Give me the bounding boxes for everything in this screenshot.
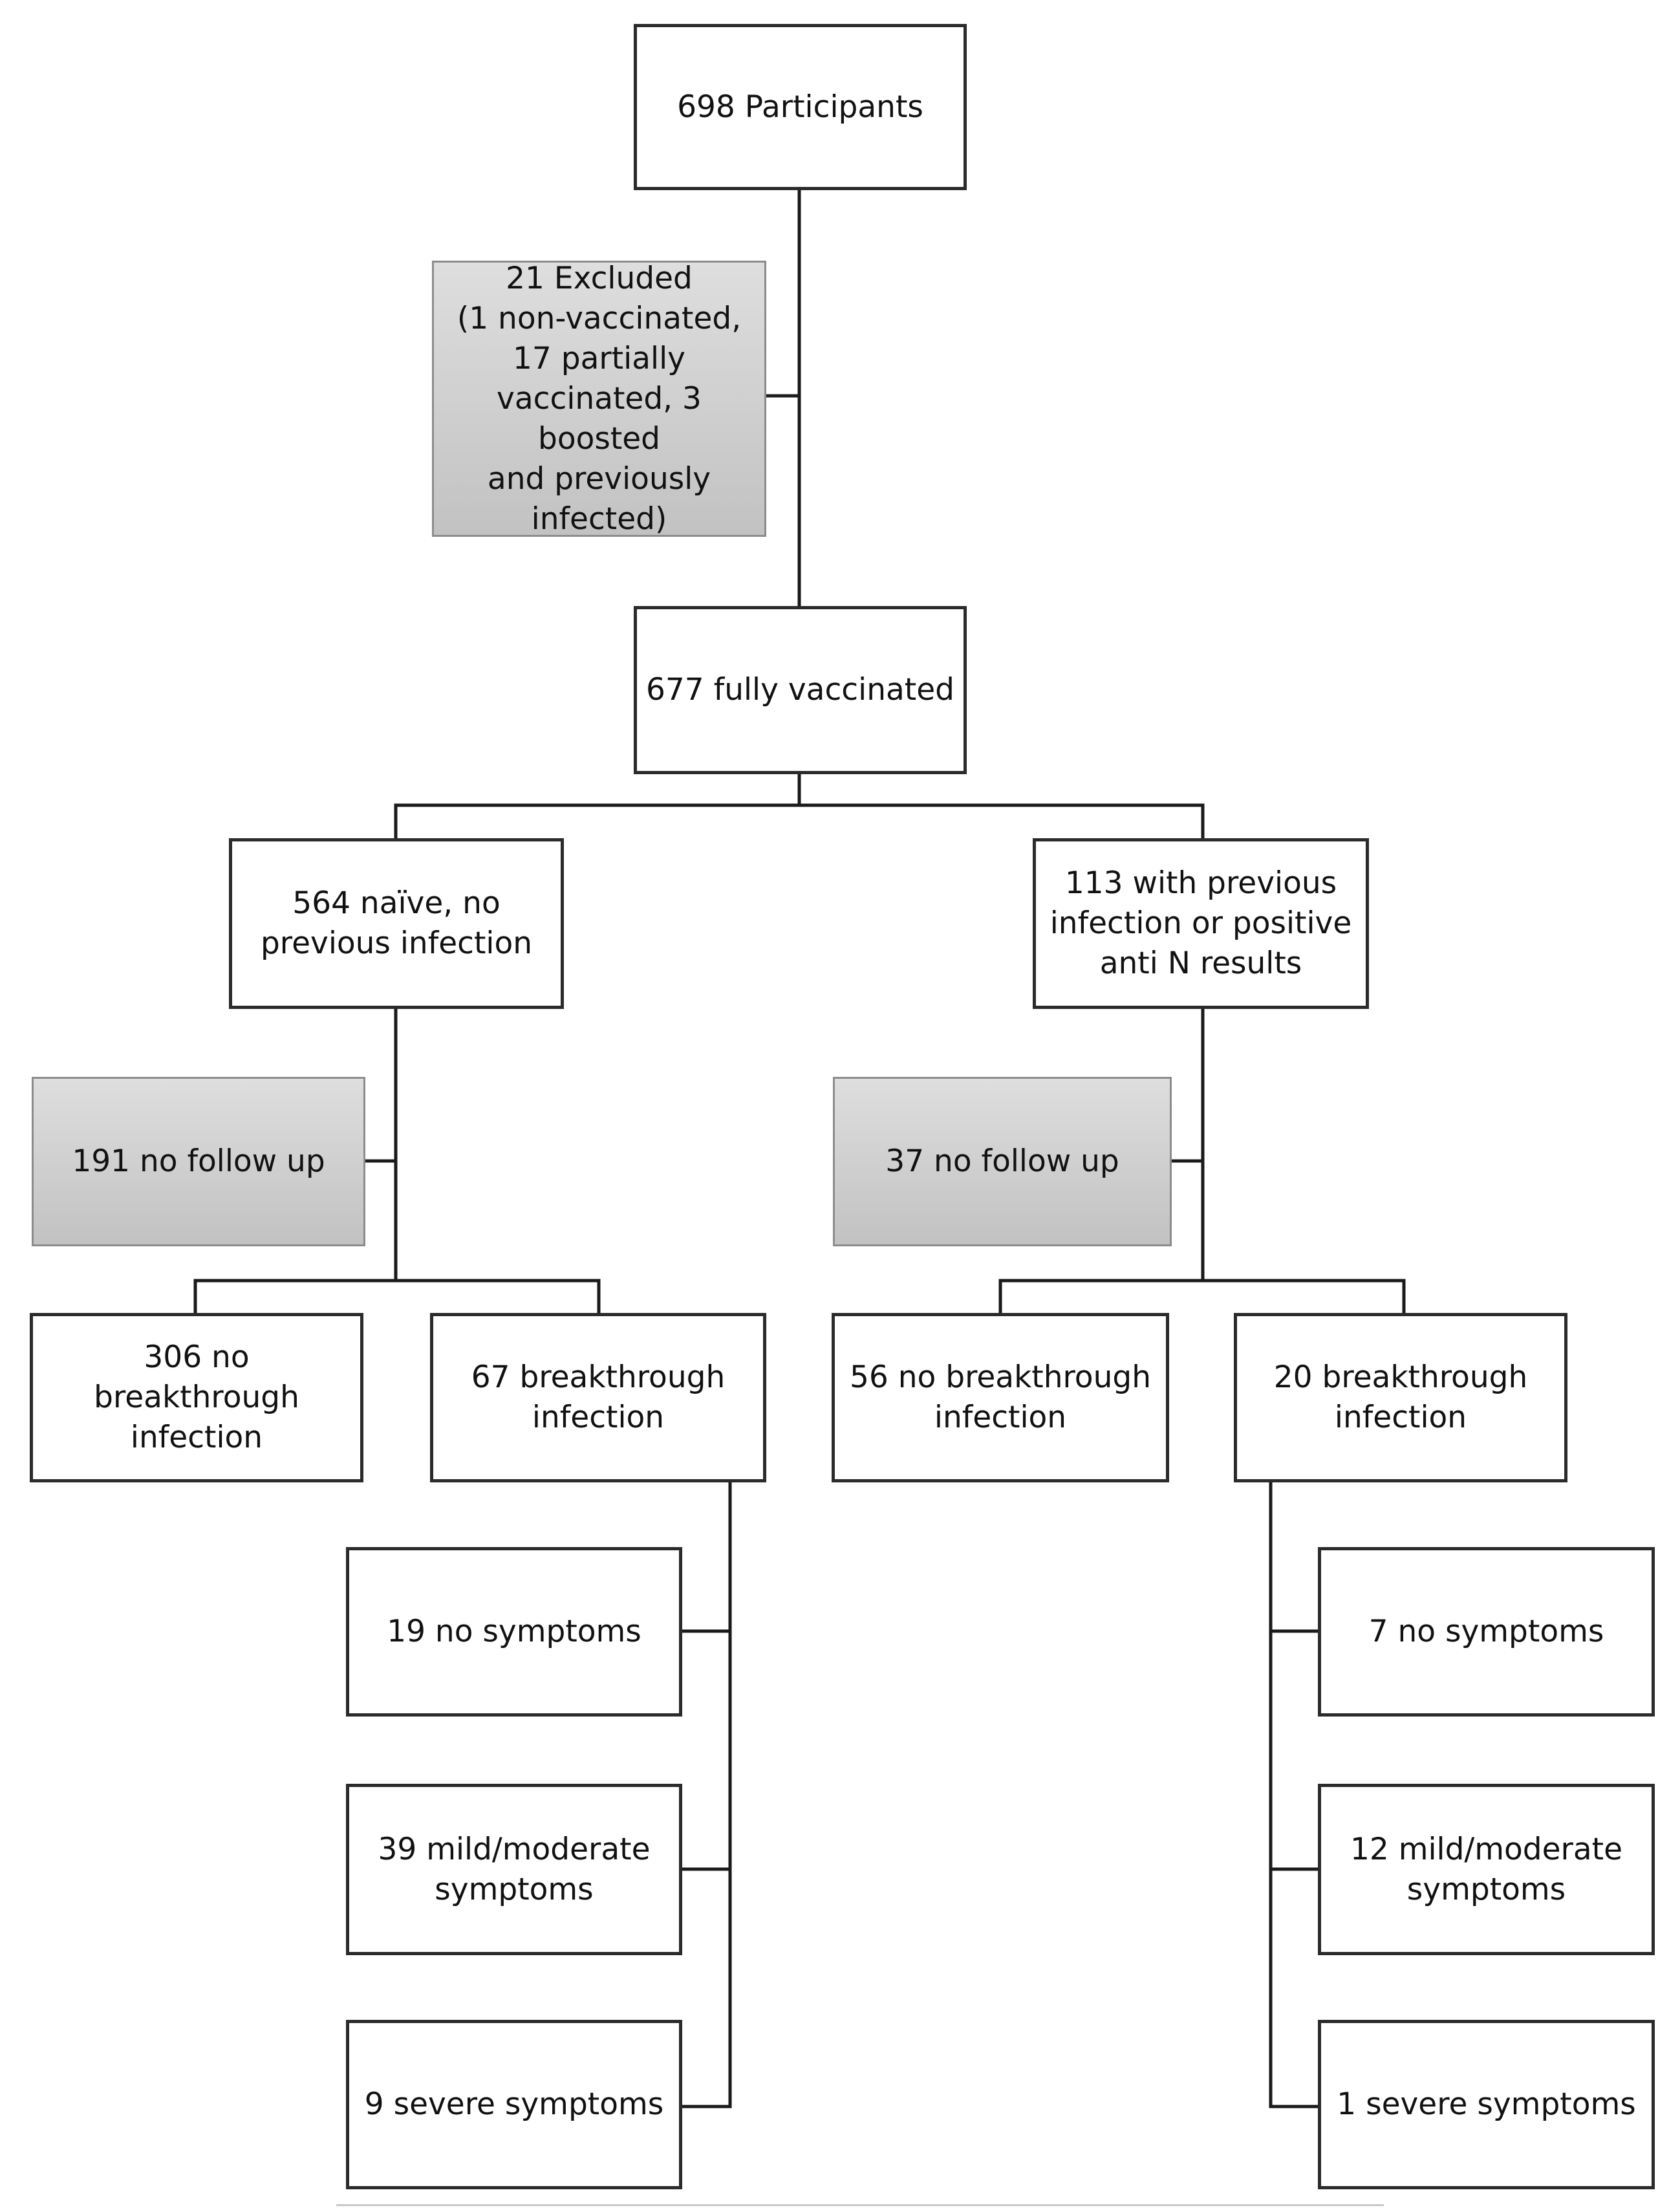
previous-no-symptoms-label: 7 no symptoms [1368, 1614, 1604, 1649]
previous-severe-box: 1 severe symptoms [1318, 2020, 1655, 2189]
naive-box: 564 naïve, no previous infection [229, 838, 564, 1009]
naive-breakthrough-box: 67 breakthrough infection [430, 1313, 766, 1482]
participants-box: 698 Participants [634, 24, 967, 190]
naive-label: 564 naïve, no previous infection [260, 885, 533, 961]
excluded-label: 21 Excluded (1 non-vaccinated, 17 partia… [457, 260, 742, 537]
fully-vaccinated-box: 677 fully vaccinated [634, 606, 967, 774]
previous-no-breakthrough-box: 56 no breakthrough infection [832, 1313, 1169, 1482]
bottom-divider [336, 2204, 1384, 2206]
naive-no-symptoms-box: 19 no symptoms [346, 1547, 682, 1717]
naive-no-breakthrough-box: 306 no breakthrough infection [30, 1313, 363, 1482]
naive-severe-label: 9 severe symptoms [364, 2086, 664, 2122]
previous-no-follow-up-label: 37 no follow up [885, 1143, 1119, 1179]
previous-breakthrough-label: 20 breakthrough infection [1273, 1360, 1528, 1435]
naive-severe-box: 9 severe symptoms [346, 2020, 682, 2189]
previous-no-breakthrough-label: 56 no breakthrough infection [850, 1360, 1151, 1435]
naive-no-follow-up-box: 191 no follow up [32, 1077, 365, 1246]
previous-severe-label: 1 severe symptoms [1337, 2086, 1636, 2122]
naive-mild-moderate-box: 39 mild/moderate symptoms [346, 1784, 682, 1955]
fully-vaccinated-label: 677 fully vaccinated [646, 672, 954, 708]
previous-infection-label: 113 with previous infection or positive … [1050, 865, 1352, 981]
naive-mild-moderate-label: 39 mild/moderate symptoms [378, 1831, 651, 1907]
participants-label: 698 Participants [677, 89, 923, 125]
naive-no-breakthrough-label: 306 no breakthrough infection [94, 1339, 299, 1455]
naive-no-symptoms-label: 19 no symptoms [387, 1614, 641, 1649]
previous-no-follow-up-box: 37 no follow up [833, 1077, 1172, 1246]
naive-breakthrough-label: 67 breakthrough infection [471, 1360, 726, 1435]
previous-breakthrough-box: 20 breakthrough infection [1234, 1313, 1567, 1482]
naive-no-follow-up-label: 191 no follow up [72, 1143, 325, 1179]
previous-mild-moderate-label: 12 mild/moderate symptoms [1350, 1831, 1623, 1907]
previous-mild-moderate-box: 12 mild/moderate symptoms [1318, 1784, 1655, 1955]
excluded-box: 21 Excluded (1 non-vaccinated, 17 partia… [432, 261, 766, 537]
previous-no-symptoms-box: 7 no symptoms [1318, 1547, 1655, 1717]
previous-infection-box: 113 with previous infection or positive … [1033, 838, 1369, 1009]
